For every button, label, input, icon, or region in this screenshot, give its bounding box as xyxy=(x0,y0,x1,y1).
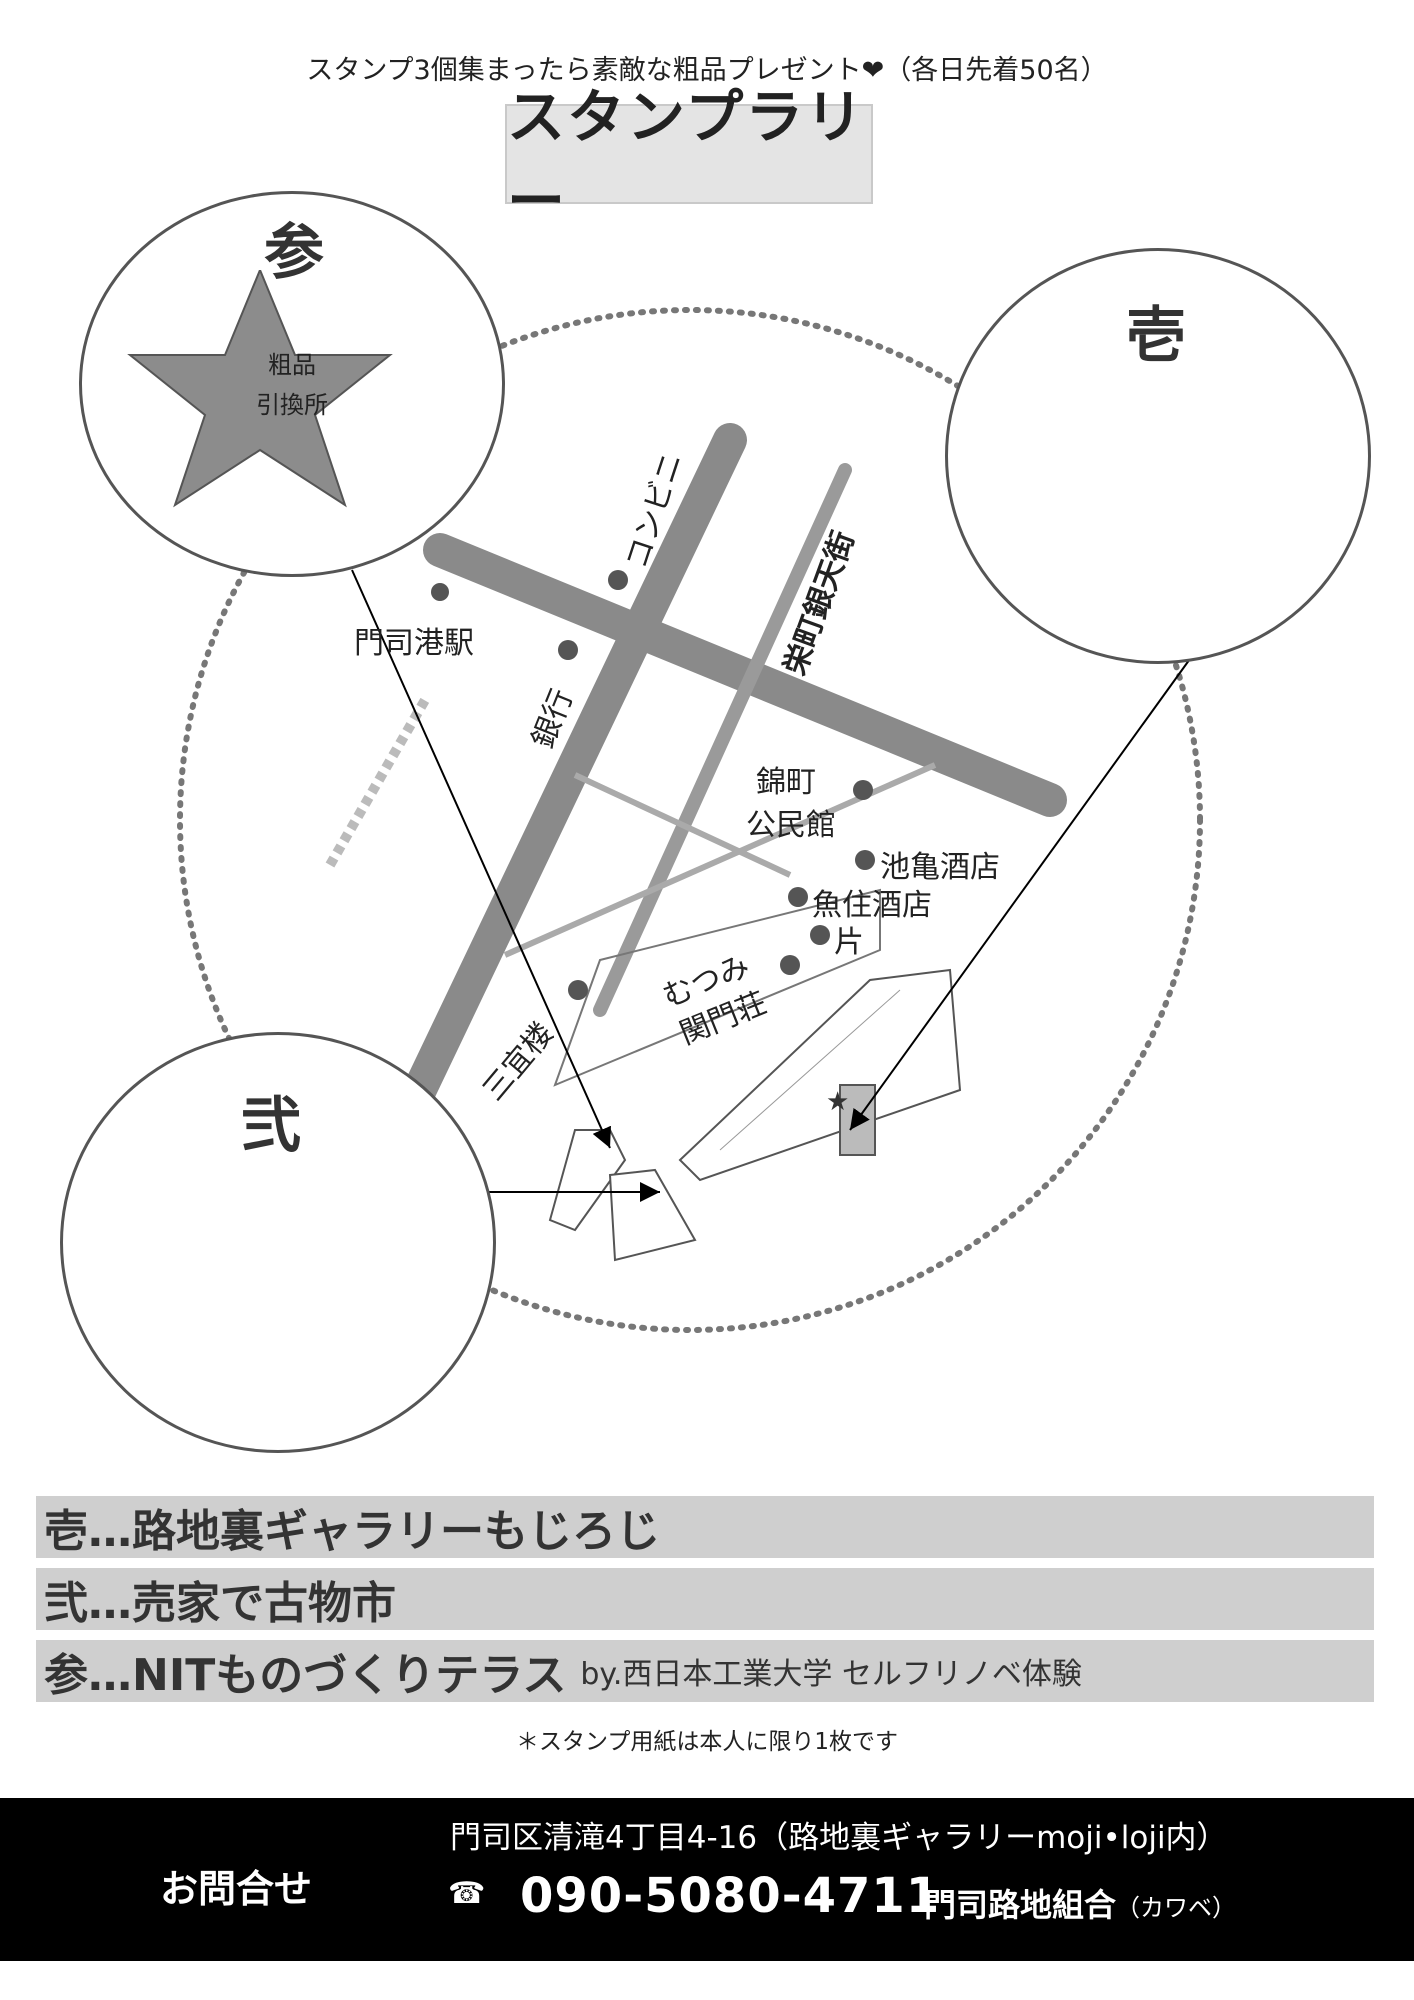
dotted-ring xyxy=(177,307,1203,1333)
circle-three-number: 参 xyxy=(264,218,324,288)
dot-sangi xyxy=(568,980,588,1000)
tagline: スタンプ3個集まったら素敵な粗品プレゼント❤（各日先着50名） xyxy=(306,55,1108,86)
legend-row-one: 壱…路地裏ギャラリーもじろじ xyxy=(36,1496,1374,1558)
label-kata: 片 xyxy=(834,925,864,960)
venue-two-b xyxy=(608,1168,697,1262)
title-banner: スタンプラリー xyxy=(505,83,873,235)
title-text: スタンプラリー xyxy=(507,83,866,235)
prize-label-line1: 粗品 xyxy=(268,351,316,379)
circle-two-number: 弐 xyxy=(241,1091,301,1161)
arrow-three xyxy=(351,569,611,1149)
dot-kata xyxy=(810,925,830,945)
prize-label-line2: 引換所 xyxy=(256,391,328,419)
note: ＊スタンプ用紙は本人に限り1枚です xyxy=(516,1729,898,1755)
road-main-diagonal xyxy=(393,423,747,1127)
label-uozumi: 魚住酒店 xyxy=(812,888,932,923)
organization: 門司路地組合（カワベ） xyxy=(924,1880,1236,1926)
legend-row-three: 参…NITものづくりテラス by.西日本工業大学 セルフリノベ体験 xyxy=(36,1640,1374,1702)
legend-two-title: 弐…売家で古物市 xyxy=(44,1578,396,1629)
circle-one-number: 壱 xyxy=(1126,301,1186,371)
arrow-one xyxy=(849,644,1201,1131)
road-ginten xyxy=(593,463,852,1017)
legend-three-suffix: by.西日本工業大学 セルフリノベ体験 xyxy=(580,1657,1082,1692)
legend-row-two: 弐…売家で古物市 xyxy=(36,1568,1374,1630)
organization-name: 門司路地組合 xyxy=(924,1886,1117,1924)
market-building xyxy=(678,968,962,1182)
label-ikegame: 池亀酒店 xyxy=(880,850,1000,885)
phone-number[interactable]: 090-5080-4711 xyxy=(520,1868,941,1924)
legend-three-title: 参…NITものづくりテラス xyxy=(44,1650,567,1701)
building-outline xyxy=(553,888,881,1087)
label-station: 門司港駅 xyxy=(354,626,474,661)
label-nishikimachi-2: 公民館 xyxy=(746,808,836,843)
stamp-circle-two: 弐 xyxy=(60,1032,496,1453)
footer: お問合せ 門司区清滝4丁目4-16（路地裏ギャラリーmoji•loji内） ☎ … xyxy=(0,1798,1414,1961)
dot-station-area xyxy=(431,583,449,601)
address: 門司区清滝4丁目4-16（路地裏ギャラリーmoji•loji内） xyxy=(450,1820,1228,1856)
road-small-1 xyxy=(573,772,792,878)
star-icon xyxy=(127,270,393,508)
dot-uozumi xyxy=(788,887,808,907)
phone-icon: ☎ xyxy=(448,1876,486,1911)
dot-convenience xyxy=(608,570,628,590)
map-graphics: ★ xyxy=(177,307,1203,1333)
dot-ikegame xyxy=(855,850,875,870)
label-nishikimachi-1: 錦町 xyxy=(756,765,816,800)
railway-line xyxy=(325,697,430,868)
organization-contact: （カワベ） xyxy=(1116,1894,1237,1922)
legend-one-title: 壱…路地裏ギャラリーもじろじ xyxy=(44,1506,660,1557)
dot-bank xyxy=(558,640,578,660)
dot-mutsumi xyxy=(780,955,800,975)
stamp-circle-one: 壱 xyxy=(945,248,1371,664)
svg-text:★: ★ xyxy=(826,1087,849,1117)
dot-nishikimachi xyxy=(853,780,873,800)
map-area: ★ 参 粗品 引換所 壱 弐 コンビニ 門司港駅 銀行 xyxy=(60,191,1371,1453)
contact-label: お問合せ xyxy=(160,1867,313,1911)
